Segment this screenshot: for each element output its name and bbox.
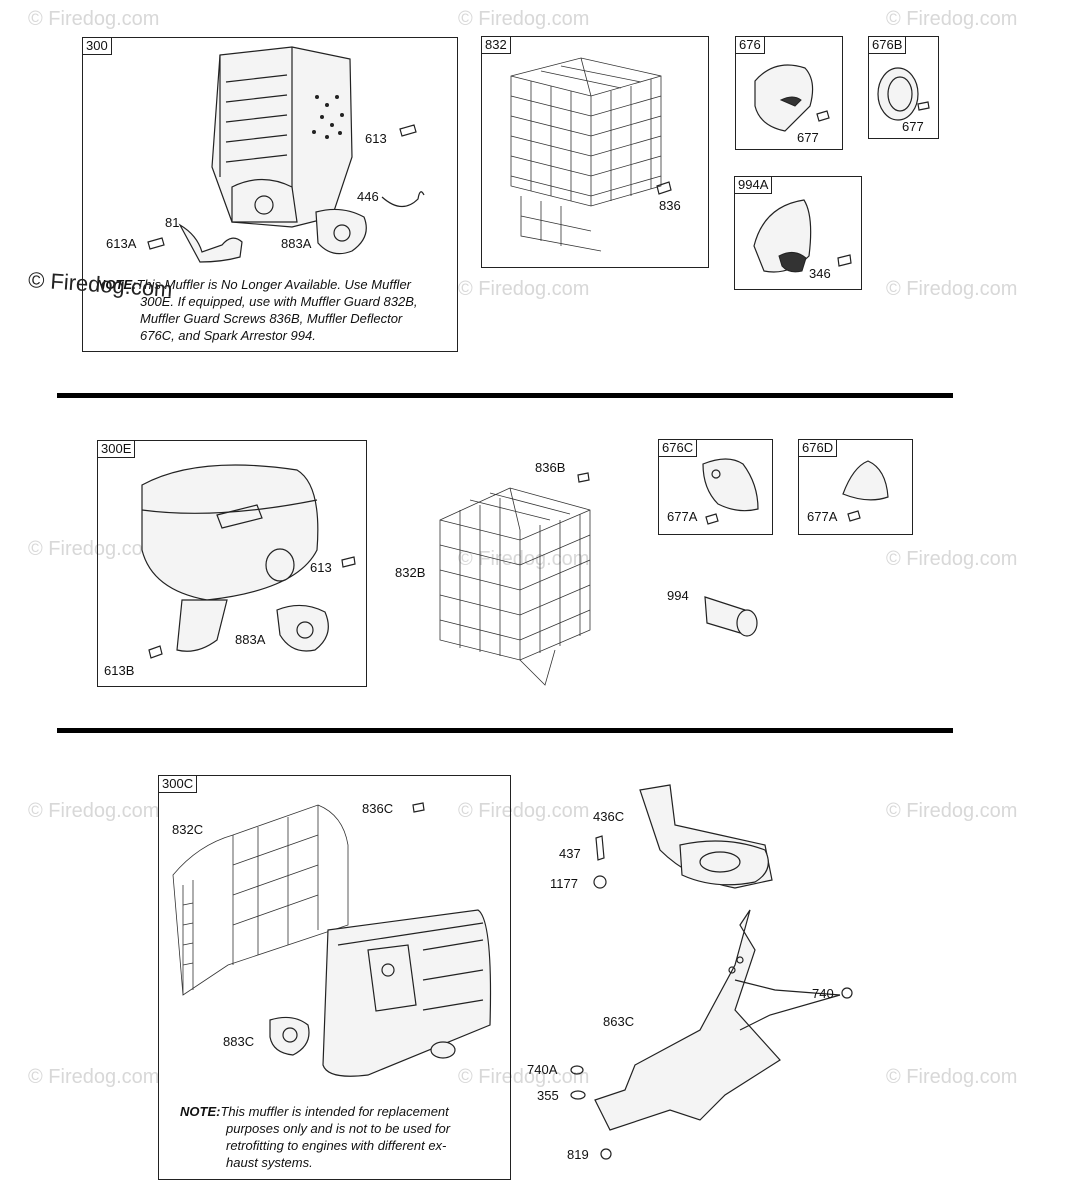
deflector-676-drawing — [754, 64, 830, 132]
callout-box-676: 676 — [735, 36, 843, 150]
callout-tag: 300E — [97, 440, 136, 458]
part-label: 677 — [797, 130, 819, 145]
part-label: 1177 — [550, 876, 578, 891]
note-line: 300E. If equipped, use with Muffler Guar… — [140, 294, 418, 309]
part-label: 819 — [567, 1147, 589, 1162]
part-label: 446 — [357, 189, 379, 204]
watermark: © Firedog.com — [458, 1066, 590, 1088]
part-label: 677 — [902, 119, 924, 134]
deflector-676c-drawing — [702, 458, 759, 525]
watermark: © Firedog.com — [886, 278, 1018, 300]
part-label: 355 — [537, 1088, 559, 1103]
callout-box-994a: 994A — [734, 176, 862, 290]
part-label: 677A — [667, 509, 698, 524]
deflector-676d-drawing — [842, 460, 889, 522]
part-label: 832C — [172, 822, 204, 837]
callout-tag: 676D — [798, 439, 838, 457]
muffler-300e-drawing — [141, 464, 356, 659]
part-label: 81 — [165, 215, 180, 230]
watermark: © Firedog.com — [886, 548, 1018, 570]
part-label: 883A — [235, 632, 266, 647]
part-label: 346 — [809, 266, 831, 281]
part-label: 883C — [223, 1034, 255, 1049]
note-300c: NOTE:This muffler is intended for replac… — [180, 1103, 510, 1171]
deflector-676b-drawing — [877, 67, 930, 121]
callout-tag: 676 — [735, 36, 765, 54]
part-label: 613 — [310, 560, 332, 575]
note-line: 676C, and Spark Arrestor 994. — [140, 328, 316, 343]
part-label: 863C — [603, 1014, 635, 1029]
callout-box-676c: 676C — [658, 439, 773, 535]
muffler-300c-drawing — [172, 802, 492, 1077]
callout-box-300c: 300C — [158, 775, 511, 1180]
note-300: NOTE:This Muffler is No Longer Available… — [96, 276, 454, 344]
part-label: 832B — [395, 565, 426, 580]
part-label: 836C — [362, 801, 394, 816]
watermark: © Firedog.com — [28, 8, 160, 30]
part-label: 613B — [104, 663, 135, 678]
muffler-guard-832-drawing — [510, 57, 672, 252]
watermark: © Firedog.com — [458, 548, 590, 570]
part-label: 613 — [365, 131, 387, 146]
callout-tag: 676B — [868, 36, 907, 54]
watermark: © Firedog.com — [28, 800, 160, 822]
note-line: haust systems. — [226, 1155, 313, 1170]
part-label: 677A — [807, 509, 838, 524]
watermark: © Firedog.com — [886, 1066, 1018, 1088]
watermark: © Firedog.com — [28, 538, 160, 560]
part-label: 613A — [106, 236, 137, 251]
callout-tag: 300 — [82, 37, 112, 55]
watermark: © Firedog.com — [458, 278, 590, 300]
exhaust-parts-drawing — [570, 784, 853, 1160]
note-line: This Muffler is No Longer Available. Use… — [136, 277, 412, 292]
callout-tag: 300C — [158, 775, 198, 793]
note-line: retrofitting to engines with different e… — [226, 1138, 447, 1153]
watermark: © Firedog.com — [886, 8, 1018, 30]
watermark: © Firedog.com — [886, 800, 1018, 822]
part-label: 437 — [559, 846, 581, 861]
callout-tag: 676C — [658, 439, 698, 457]
watermark: © Firedog.com — [458, 800, 590, 822]
callout-box-676d: 676D — [798, 439, 913, 535]
part-label: 740 — [812, 986, 834, 1001]
part-label: 836 — [659, 198, 681, 213]
spark-arrestor-994a-drawing — [753, 199, 852, 273]
part-label: 836B — [535, 460, 566, 475]
note-label: NOTE: — [180, 1104, 221, 1119]
section-divider — [57, 728, 953, 733]
spark-arrestor-994-drawing — [704, 596, 758, 637]
part-label: 883A — [281, 236, 312, 251]
note-line: purposes only and is not to be used for — [226, 1121, 451, 1136]
note-label: NOTE: — [96, 277, 137, 292]
section-divider — [57, 393, 953, 398]
part-label: 740A — [527, 1062, 558, 1077]
part-label: 436C — [593, 809, 625, 824]
muffler-guard-832b-drawing — [439, 472, 591, 686]
muffler-300-drawing — [147, 46, 425, 263]
callout-box-676b: 676B — [868, 36, 939, 139]
watermark: © Firedog.com — [458, 8, 590, 30]
callout-tag: 832 — [481, 36, 511, 54]
watermark: © Firedog.com — [28, 1066, 160, 1088]
callout-tag: 994A — [734, 176, 773, 194]
part-label: 994 — [667, 588, 689, 603]
note-line: Muffler Guard Screws 836B, Muffler Defle… — [140, 311, 403, 326]
callout-box-832: 832 — [481, 36, 709, 268]
note-line: This muffler is intended for replacement — [220, 1104, 449, 1119]
callout-box-300e: 300E — [97, 440, 367, 687]
callout-box-300: 300 — [82, 37, 458, 352]
